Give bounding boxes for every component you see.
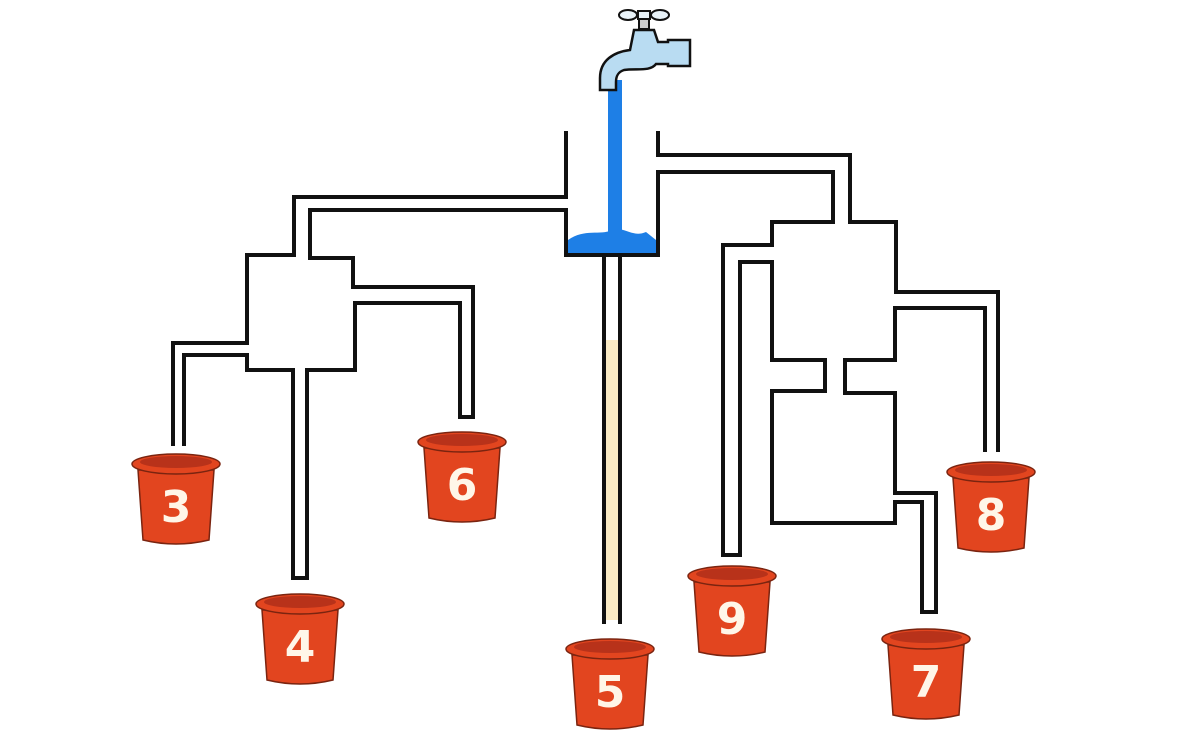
bucket-number: 9	[717, 594, 748, 645]
bucket-opening	[890, 631, 962, 643]
bucket-6: 6	[417, 431, 507, 523]
buckets: 3 4 6 5 9 7 8	[131, 431, 1036, 730]
bucket-number: 7	[911, 657, 942, 708]
bucket-body	[693, 581, 771, 657]
bucket-4: 4	[255, 593, 345, 685]
bucket-opening	[264, 596, 336, 608]
bucket-opening	[574, 641, 646, 653]
bucket-body	[261, 609, 339, 685]
bucket-opening	[955, 464, 1027, 476]
bucket-number: 6	[447, 460, 478, 511]
bucket-body	[571, 654, 649, 730]
bucket-body	[423, 447, 501, 523]
bucket-3: 3	[131, 453, 221, 545]
water-stream	[608, 80, 622, 240]
left-pipe-network	[171, 195, 568, 580]
bucket-9: 9	[687, 565, 777, 657]
tank-water	[568, 229, 656, 254]
bucket-number: 8	[976, 490, 1007, 541]
tank	[564, 131, 660, 257]
bucket-opening	[140, 456, 212, 468]
bucket-body	[887, 644, 965, 720]
bucket-8: 8	[946, 461, 1036, 553]
bucket-body	[137, 469, 215, 545]
bucket-7: 7	[881, 628, 971, 720]
right-pipe-network	[656, 153, 1000, 614]
bucket-5: 5	[565, 638, 655, 730]
center-pipe	[602, 253, 622, 624]
bucket-number: 4	[285, 622, 316, 673]
bucket-number: 5	[595, 667, 626, 718]
bucket-opening	[696, 568, 768, 580]
faucet-icon	[598, 9, 692, 240]
bucket-number: 3	[161, 482, 192, 533]
bucket-body	[952, 477, 1030, 553]
bucket-opening	[426, 434, 498, 446]
